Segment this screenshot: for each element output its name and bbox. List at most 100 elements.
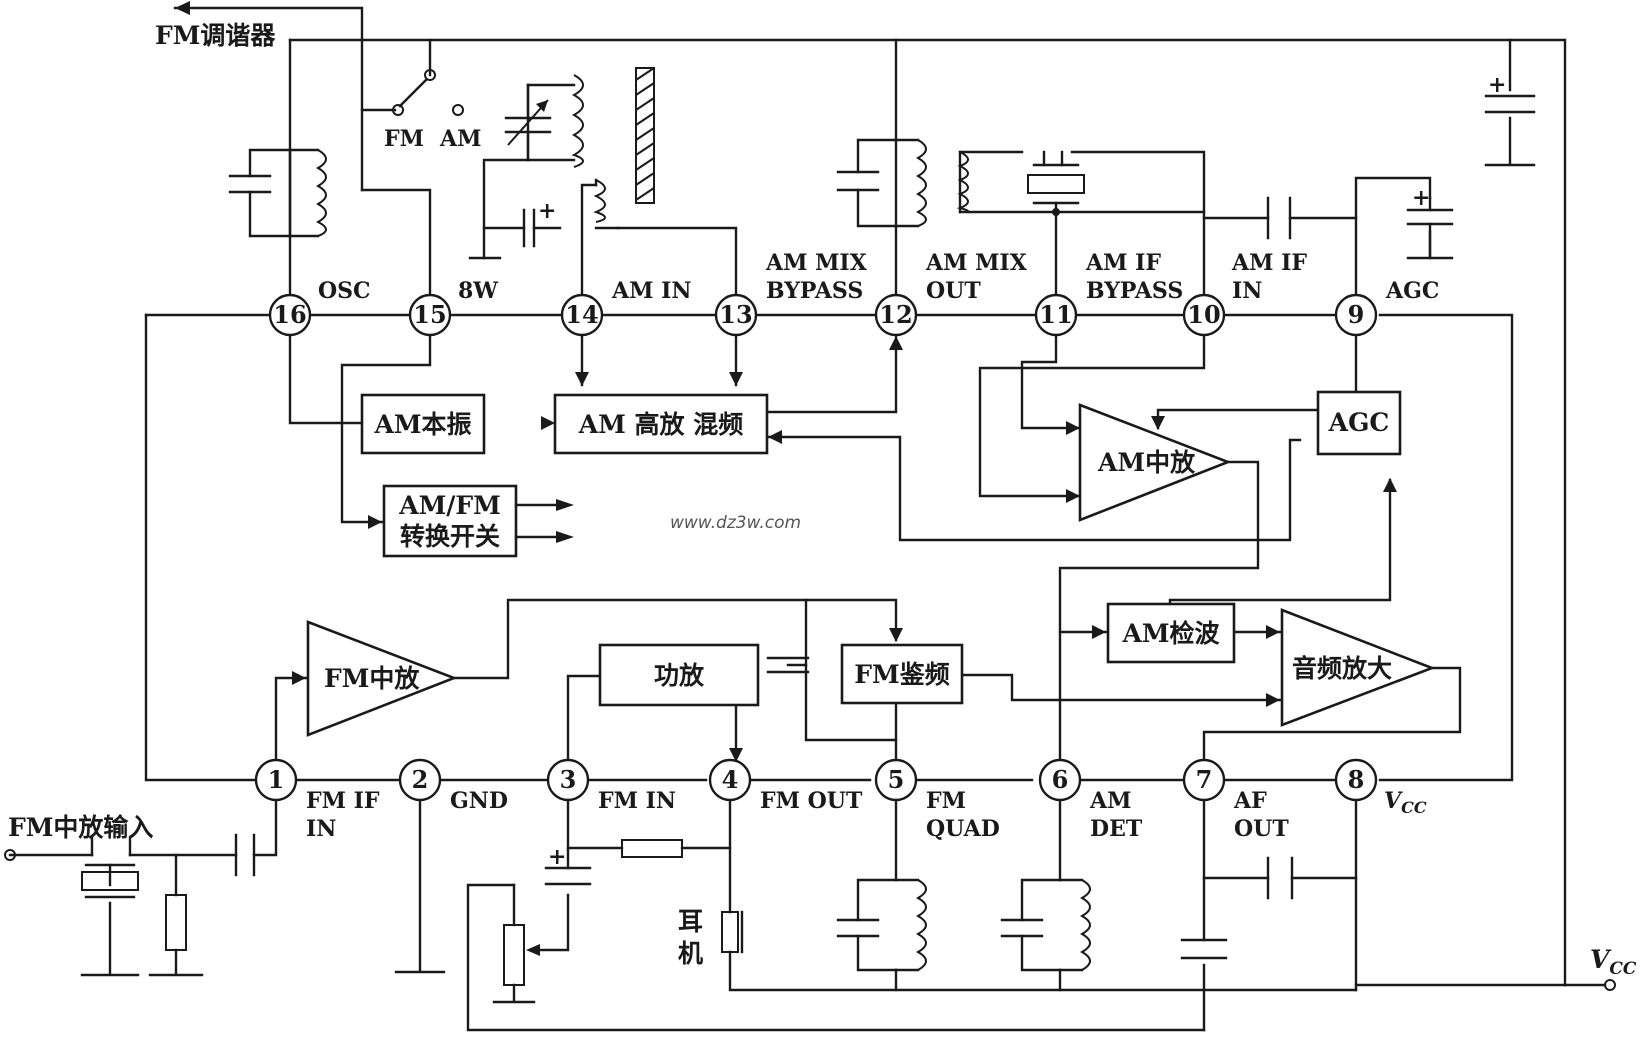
arrow-fmif-in [292,671,306,685]
am-tuning: + [504,67,655,248]
block-am-detector [1106,602,1236,664]
pin-number: 4 [722,765,739,794]
pin-circle [708,758,752,802]
pin-circle [546,758,590,802]
pin-circle [1182,293,1226,337]
functional-blocks: AM本振 AM 高放 混频 AM/FM 转换开关 AM中放 AGC FM中放 功… [306,390,1436,737]
pin-number: 9 [1348,300,1365,329]
pin-label: OUT [1234,816,1289,842]
pin-number: 10 [1187,300,1220,329]
arrow-amdet-in [1092,625,1106,639]
arrow-to-agc [1383,478,1397,492]
block-power-amp [598,643,760,707]
arrows [175,1,1397,762]
fm-am-switch [392,69,464,116]
pin10-down [978,333,1206,498]
arrow-pin12 [889,336,903,350]
pin-number: 12 [879,300,912,329]
pin-label: IN [306,816,336,842]
arrow-pa-pin4 [729,748,743,762]
block-am-osc [360,393,486,455]
pin-number: 2 [412,765,429,794]
audio-out [1202,666,1462,762]
switch-out-lines [514,503,558,539]
arrow-amdet-out [1266,625,1280,639]
filter-top-right [1070,150,1206,214]
pin-circle [1334,758,1378,802]
pin-4: 4FM OUT [708,758,863,814]
pin-label: AM MIX [765,250,868,276]
amdet-to-agc [1168,478,1392,607]
rail-cap: + [1484,72,1536,114]
arrow-fm-tuner [175,1,190,15]
pin7-caps [1180,856,1294,960]
pin11-down [1020,333,1082,430]
pin-9: 9 AGC [1334,278,1439,337]
pin-label: VCC [1384,788,1427,817]
pin-label: AM IF [1085,250,1161,276]
text-labels: FM调谐器 FM AM FM中放输入 耳 机 VCC www.dz3w.com [8,21,1637,979]
pin-label: AM IF [1231,250,1307,276]
svg-text:+: + [1488,72,1506,98]
block-fm-if-amp [306,620,458,737]
pin-label: DET [1090,816,1143,842]
earphone-label-1: 耳 [678,907,703,936]
svg-text:+: + [548,844,566,870]
pin14-up [580,183,598,297]
pin16-down [288,333,364,425]
pin-label: 8W [458,278,498,304]
block-am-detector-label: AM检波 [1121,619,1220,648]
gnd-pin2 [394,798,446,974]
pin15-down [340,333,432,524]
pin-circle [1182,758,1226,802]
top-bus-right [1378,313,1514,782]
pin-label: BYPASS [1086,278,1183,304]
svg-text:+: + [1412,185,1430,211]
det-tank [1000,878,1091,972]
pin-label: AM [1089,788,1131,814]
block-am-fm-switch [382,484,518,558]
pin9-up [1354,176,1432,297]
pin13-up [616,226,738,297]
pin-label: GND [450,788,508,814]
pin-number: 7 [1196,765,1213,794]
pin15-up [360,188,432,297]
arrow-amif-in1 [1066,421,1080,435]
pin-number: 8 [1348,765,1365,794]
pin-circle [874,293,918,337]
fm-tuner-line [173,6,364,192]
block-am-rf-mixer [553,393,769,455]
quad-cap [766,656,810,674]
arrow-pin13 [729,372,743,386]
xtal-gnd [80,901,140,977]
pin-circle [408,293,452,337]
pin3-parts: + [503,839,683,986]
pin-label: AGC [1385,278,1439,304]
fmif-in [274,676,308,762]
arrow-fmdisc-in [889,628,903,642]
arrow-fmdisc-audio [1266,693,1280,707]
agc-to-amif [1156,408,1318,430]
switch-blade [398,78,428,108]
pin-circle [398,758,442,802]
amif-out [1058,460,1260,782]
pin-number: 3 [560,765,577,794]
arrow-pin14 [575,372,589,386]
vcc-terminal [1604,979,1616,991]
pot-leads [492,883,536,1004]
agc-cap-link [1266,196,1292,240]
quad-tank [836,878,927,972]
pin-number: 13 [719,300,752,329]
pin-label: QUAD [926,816,1000,842]
block-audio-amp-label: 音频放大 [1292,654,1392,683]
pin-circle [254,758,298,802]
